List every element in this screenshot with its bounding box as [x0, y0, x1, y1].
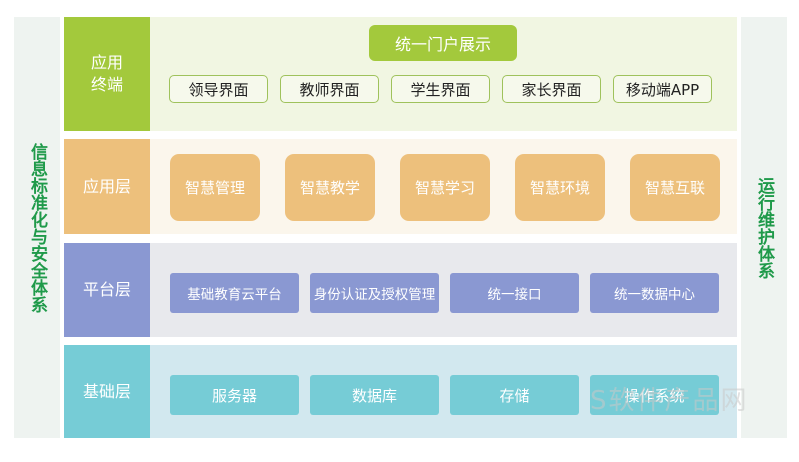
- terminal-leader: 领导界面: [169, 75, 268, 103]
- platform-unified-interface: 统一接口: [450, 273, 579, 313]
- terminal-student: 学生界面: [391, 75, 490, 103]
- layer-body: 统一门户展示 领导界面 教师界面 学生界面 家长界面 移动端APP: [150, 17, 737, 131]
- platform-edu-cloud: 基础教育云平台: [170, 273, 299, 313]
- infra-server: 服务器: [170, 375, 299, 415]
- app-smart-learning: 智慧学习: [400, 154, 490, 221]
- right-sidebar-operations: 运行维护体系: [741, 17, 787, 438]
- app-smart-teaching: 智慧教学: [285, 154, 375, 221]
- unified-portal-box: 统一门户展示: [369, 25, 517, 61]
- layer-platform: 平台层 基础教育云平台 身份认证及授权管理 统一接口 统一数据中心: [64, 243, 737, 337]
- infra-storage: 存储: [450, 375, 579, 415]
- layer-body: 服务器 数据库 存储 操作系统: [150, 345, 737, 438]
- platform-data-center: 统一数据中心: [590, 273, 719, 313]
- infra-os: 操作系统: [590, 375, 719, 415]
- app-smart-management: 智慧管理: [170, 154, 260, 221]
- layer-body: 智慧管理 智慧教学 智慧学习 智慧环境 智慧互联: [150, 139, 737, 234]
- left-sidebar-label: 信息标准化与安全体系: [27, 142, 47, 313]
- terminal-teacher: 教师界面: [280, 75, 379, 103]
- layer-label: 应用层: [64, 139, 150, 234]
- layer-label: 平台层: [64, 243, 150, 337]
- platform-identity-auth: 身份认证及授权管理: [310, 273, 439, 313]
- layer-label: 应用终端: [64, 17, 150, 131]
- terminal-parent: 家长界面: [502, 75, 601, 103]
- app-smart-interconnect: 智慧互联: [630, 154, 720, 221]
- layer-body: 基础教育云平台 身份认证及授权管理 统一接口 统一数据中心: [150, 243, 737, 337]
- terminal-mobile-app: 移动端APP: [613, 75, 712, 103]
- infra-database: 数据库: [310, 375, 439, 415]
- layer-label: 基础层: [64, 345, 150, 438]
- right-sidebar-label: 运行维护体系: [754, 176, 774, 279]
- layer-application: 应用层 智慧管理 智慧教学 智慧学习 智慧环境 智慧互联: [64, 139, 737, 234]
- left-sidebar-standards-security: 信息标准化与安全体系: [14, 17, 60, 438]
- app-smart-environment: 智慧环境: [515, 154, 605, 221]
- layer-application-terminal: 应用终端 统一门户展示 领导界面 教师界面 学生界面 家长界面 移动端APP: [64, 17, 737, 131]
- layer-infrastructure: 基础层 服务器 数据库 存储 操作系统: [64, 345, 737, 438]
- layer-label-text: 应用终端: [90, 53, 123, 94]
